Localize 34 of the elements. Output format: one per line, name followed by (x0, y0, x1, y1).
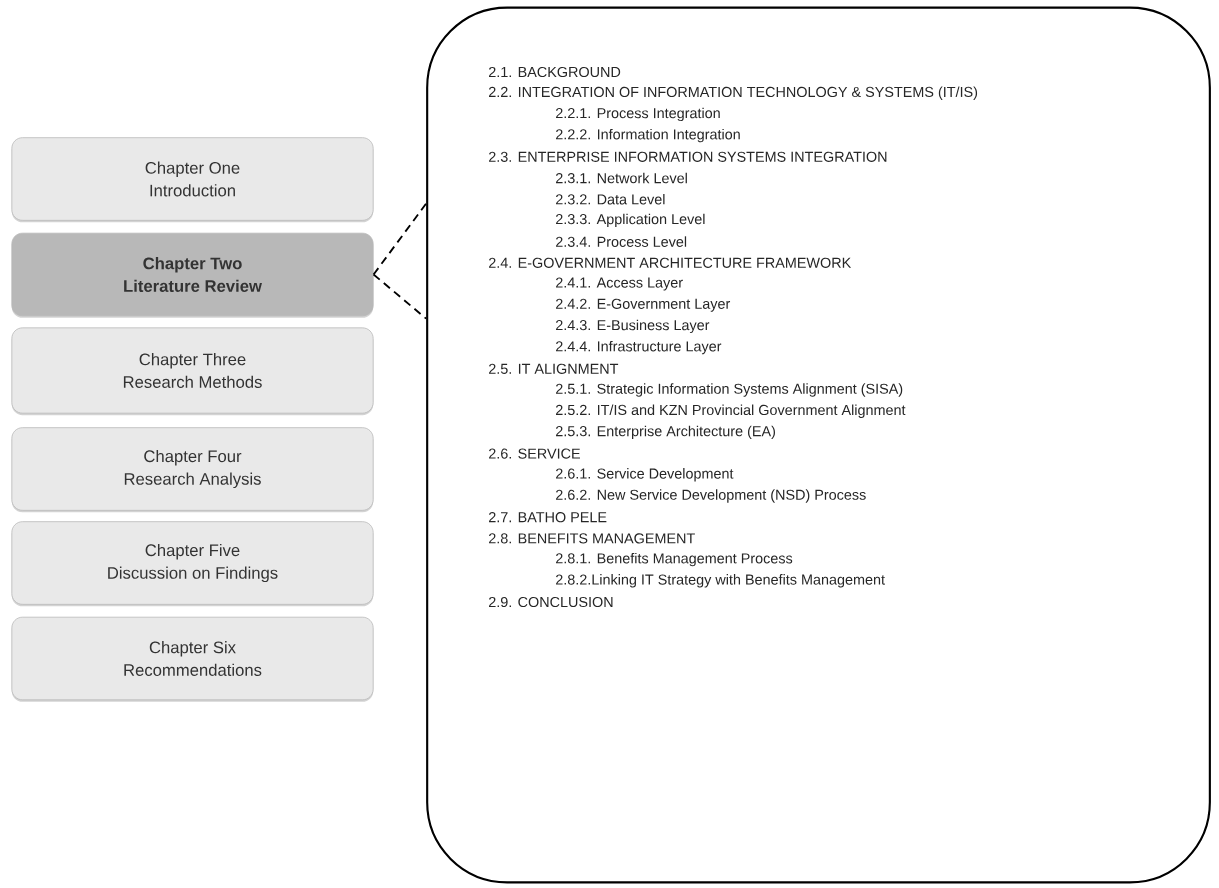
outline-entry: 2.7. BATHO PELE (489, 512, 607, 523)
outline-entry: 2.4.4. Infrastructure Layer (556, 340, 722, 355)
outline-entry: 2.5.2. IT/IS and KZN Provincial Government Alignment (556, 404, 906, 418)
outline-entry: 2.8.1. Benefits Management Process (556, 552, 793, 567)
outline-entry: 2.3.2. Data Level (556, 193, 665, 205)
outline-entry: 2.4.2. E-Government Layer (556, 298, 731, 312)
outline-entry: 2.2.2. Information Integration (556, 128, 740, 143)
outline-entry: 2.6.1. Service Development (556, 468, 734, 482)
chapter-box: Chapter Three Research Methods (11, 327, 374, 416)
outline-entry: 2.1. BACKGROUND (489, 66, 621, 78)
outline-entry: 2.6. SERVICE (489, 448, 580, 459)
outline-entry: 2.3.3. Application Level (556, 213, 705, 228)
outline-entry: 2.4.3. E-Business Layer (556, 319, 710, 334)
chapter-box: Chapter Two Literature Review (11, 232, 374, 318)
connector-line (372, 202, 428, 276)
chapter-box: Chapter Five Discussion on Findings (11, 521, 374, 607)
outline-entry: 2.4. E-GOVERNMENT ARCHITECTURE FRAMEWORK (489, 257, 852, 268)
connector-line (372, 273, 428, 320)
outline-entry: 2.5. IT ALIGNMENT (489, 363, 619, 374)
outline-entry: 2.9. CONCLUSION (489, 596, 613, 608)
chapter-box: Chapter Four Research Analysis (11, 427, 374, 513)
outline-entry: 2.3.4. Process Level (556, 236, 687, 247)
outline-entry: 2.8. BENEFITS MANAGEMENT (489, 533, 695, 544)
chapter-box: Chapter One Introduction (11, 137, 374, 223)
outline-entry: 2.5.1. Strategic Information Systems Alignment (SISA) (556, 383, 903, 397)
outline-entry: 2.3.1. Network Level (556, 172, 687, 184)
outline-entry: 2.2. INTEGRATION OF INFORMATION TECHNOLOGY & SYSTEMS (IT/IS) (489, 86, 978, 100)
outline-entry: 2.6.2. New Service Development (NSD) Process (556, 489, 866, 503)
chapter-box: Chapter Six Recommendations (11, 616, 374, 702)
outline-entry: 2.3. ENTERPRISE INFORMATION SYSTEMS INTEGRATION (489, 151, 887, 162)
outline-entry: 2.5.3. Enterprise Architecture (EA) (556, 425, 775, 440)
outline-entry: 2.8.2.Linking IT Strategy with Benefits Management (556, 574, 885, 588)
outline-entry: 2.2.1. Process Integration (556, 107, 720, 122)
outline-entry: 2.4.1. Access Layer (556, 277, 683, 291)
